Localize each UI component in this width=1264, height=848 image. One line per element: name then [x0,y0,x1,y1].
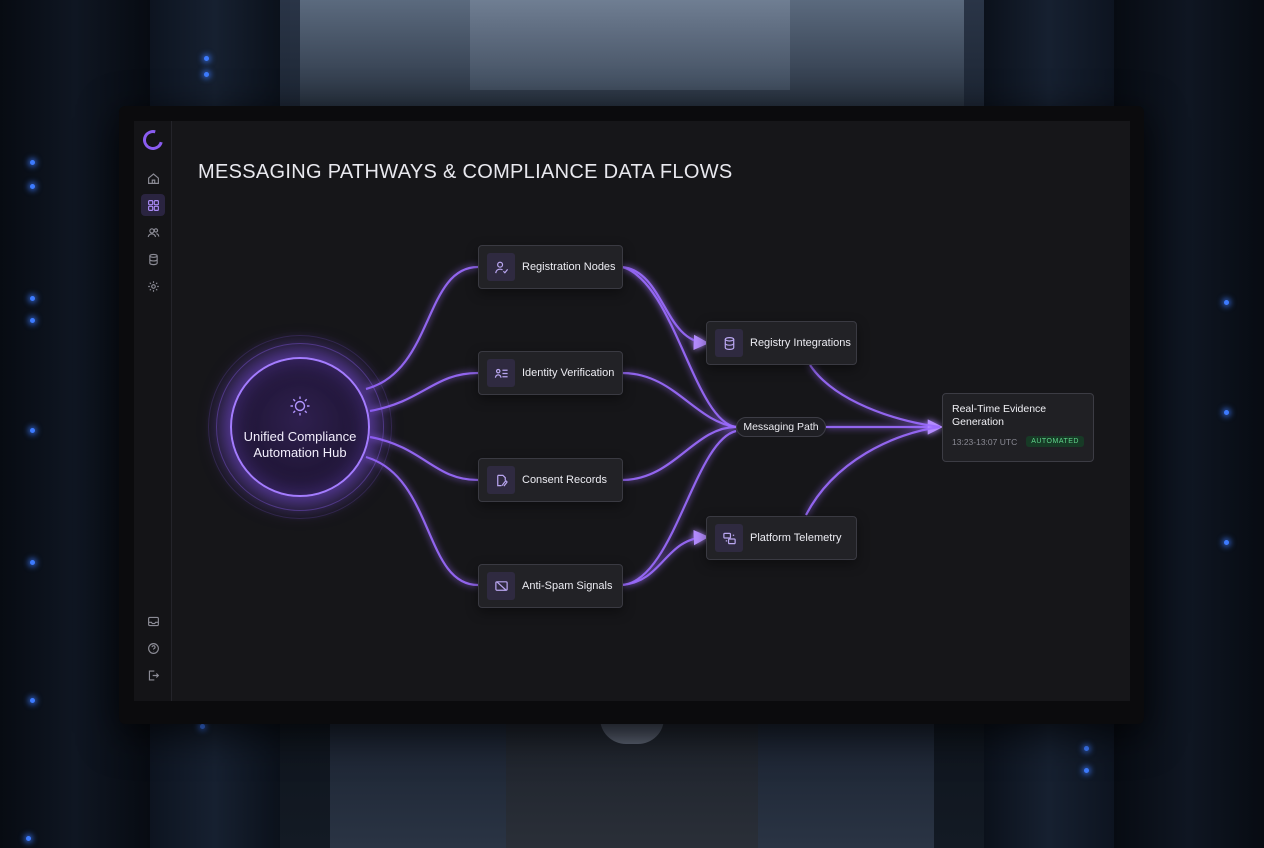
node-label: Identity Verification [522,367,615,379]
help-icon[interactable] [141,637,165,659]
database-icon[interactable] [141,248,165,270]
inbox-icon[interactable] [141,610,165,632]
hub-ring [208,335,392,519]
node-identity-verification[interactable]: Identity Verification [478,351,623,395]
rack-led [200,724,205,729]
node-label: Registration Nodes [522,261,616,273]
user-check-icon [487,253,515,281]
node-platform-telemetry[interactable]: Platform Telemetry [706,516,857,560]
app-screen: MESSAGING PATHWAYS & COMPLIANCE DATA FLO… [134,121,1130,701]
rack-led [1224,540,1229,545]
node-registration-nodes[interactable]: Registration Nodes [478,245,623,289]
flow-diagram [365,265,944,587]
rack-led [1084,768,1089,773]
rack-led [1224,300,1229,305]
flow-hub-to-registration [365,265,479,391]
rack-led [30,560,35,565]
rack-led [1084,746,1089,751]
flow-antispam-to-path [621,429,737,587]
logout-icon[interactable] [141,664,165,686]
rack-led [30,698,35,703]
flow-identity-to-path [621,371,737,429]
gear-icon[interactable] [141,275,165,297]
home-icon[interactable] [141,167,165,189]
evidence-timestamp: 13:23-13:07 UTC [952,436,1018,447]
ceiling-light [470,0,790,90]
blocked-message-icon [487,572,515,600]
flow-registration-to-registry [621,265,710,351]
rack-led [204,72,209,77]
evidence-title: Real-Time Evidence Generation [952,403,1047,428]
rack-led [26,836,31,841]
signature-icon [487,466,515,494]
rack-led [30,428,35,433]
node-label: Consent Records [522,474,607,486]
rack-led [204,56,209,61]
flow-telemetry-to-evidence [805,425,941,516]
node-label: Platform Telemetry [750,532,842,544]
page-title: MESSAGING PATHWAYS & COMPLIANCE DATA FLO… [198,161,733,183]
users-icon[interactable] [141,221,165,243]
node-label: Anti-Spam Signals [522,580,613,592]
rack-led [30,184,35,189]
database-icon [715,329,743,357]
rack-led [30,318,35,323]
hub-label: Unified Compliance Automation Hub [243,428,357,460]
status-badge: AUTOMATED [1026,436,1084,447]
rack-led [1224,410,1229,415]
node-registry-integrations[interactable]: Registry Integrations [706,321,857,365]
rack-led [30,296,35,301]
sidebar [134,121,172,701]
sun-icon [288,394,312,423]
telemetry-icon [715,524,743,552]
flow-registry-to-evidence [809,364,941,429]
node-anti-spam-signals[interactable]: Anti-Spam Signals [478,564,623,608]
node-label: Registry Integrations [750,337,851,349]
node-consent-records[interactable]: Consent Records [478,458,623,502]
rack-led [30,160,35,165]
id-card-icon [487,359,515,387]
evidence-card[interactable]: Real-Time Evidence Generation 13:23-13:0… [942,393,1094,462]
flow-registration-to-path [621,265,737,429]
compliance-hub[interactable]: Unified Compliance Automation Hub [230,357,370,497]
flow-hub-to-antispam [365,455,479,587]
flow-consent-to-path [621,425,737,482]
flow-antispam-to-telemetry [621,529,710,587]
grid-icon[interactable] [141,194,165,216]
messaging-path-label[interactable]: Messaging Path [736,417,826,437]
